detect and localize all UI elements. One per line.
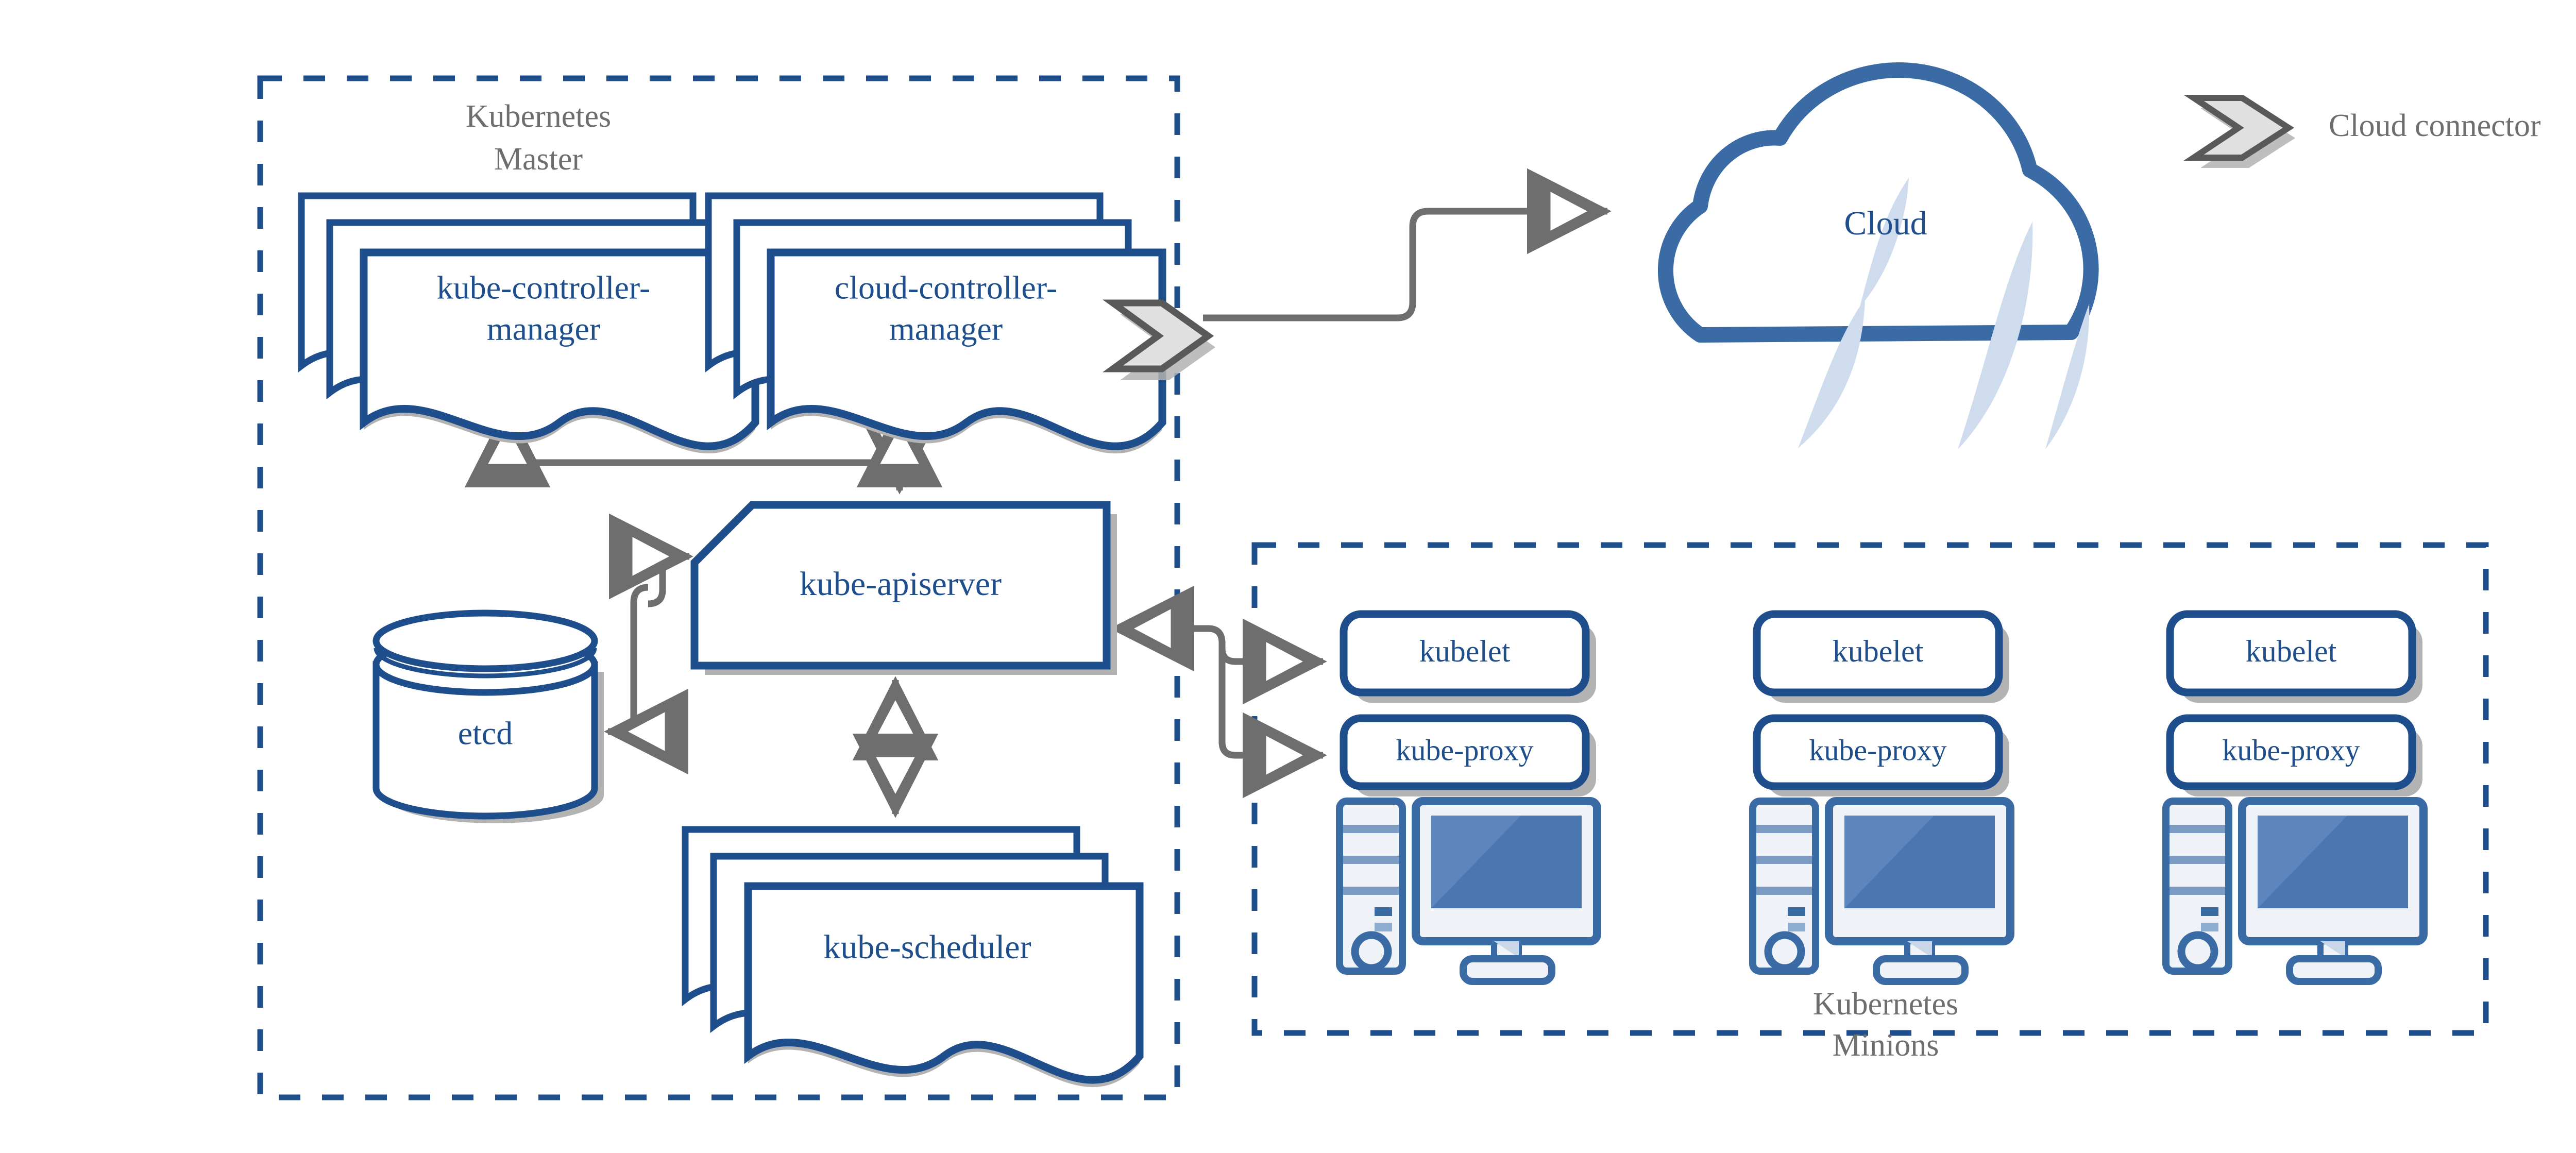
kube-proxy-label-2: kube-proxy: [1809, 733, 1946, 767]
legend-label: Cloud connector: [2329, 108, 2541, 143]
minion-node-2: kubelet kube-proxy: [1749, 610, 2014, 985]
cloud-controller-manager-node[interactable]: cloud-controller- manager: [708, 196, 1166, 454]
cloud-controller-manager-label-line2: manager: [889, 311, 1003, 347]
cloud-connector-chevron-icon[interactable]: [1103, 299, 1215, 380]
cloud-controller-manager-label-line1: cloud-controller-: [835, 269, 1057, 306]
kubelet-label-2: kubelet: [1833, 634, 1924, 668]
kubelet-box-3[interactable]: kubelet: [2166, 610, 2422, 703]
kubelet-box-2[interactable]: kubelet: [1753, 610, 2009, 703]
connector-layer: [464, 168, 1612, 818]
etcd-label: etcd: [458, 715, 513, 752]
connector-apiserver-to-kubelet: [1118, 618, 1327, 705]
kubelet-label-1: kubelet: [1419, 634, 1511, 668]
kube-scheduler-node[interactable]: kube-scheduler: [685, 829, 1144, 1088]
connector-apiserver-etcd-out: [604, 584, 689, 775]
kube-controller-manager-label-line1: kube-controller-: [437, 269, 651, 306]
connector-apiserver-etcd-in: [608, 513, 693, 607]
minions-group-label-line2: Minions: [1833, 1028, 1939, 1063]
kube-controller-manager-label-line2: manager: [487, 311, 600, 347]
connector-apiserver-to-kubeproxy: [1218, 648, 1327, 799]
computer-icon-2[interactable]: [1749, 797, 2014, 985]
kube-proxy-box-2[interactable]: kube-proxy: [1753, 714, 2009, 796]
kube-proxy-box-1[interactable]: kube-proxy: [1340, 714, 1596, 796]
computer-icon-1[interactable]: [1336, 797, 1601, 985]
legend: Cloud connector: [2183, 95, 2541, 168]
kube-proxy-box-3[interactable]: kube-proxy: [2166, 714, 2422, 796]
kube-controller-manager-node[interactable]: kube-controller- manager: [301, 196, 759, 454]
computer-icon-3[interactable]: [2162, 797, 2428, 985]
master-group-label-line2: Master: [494, 142, 583, 177]
cloud-accent-shapes: [1798, 178, 2090, 449]
kubernetes-master-group-box: [257, 75, 1180, 1100]
kube-scheduler-label: kube-scheduler: [823, 928, 1031, 966]
etcd-node[interactable]: etcd: [372, 609, 604, 823]
kubernetes-minions-group-box: [1251, 542, 2489, 1036]
kube-proxy-label-3: kube-proxy: [2222, 733, 2360, 767]
minion-node-1: kubelet kube-proxy: [1336, 610, 1601, 985]
kube-proxy-label-1: kube-proxy: [1396, 733, 1533, 767]
minions-group-label-line1: Kubernetes: [1813, 987, 1958, 1022]
master-group-label-line1: Kubernetes: [466, 99, 611, 134]
kubelet-label-3: kubelet: [2246, 634, 2337, 668]
cloud-label: Cloud: [1844, 205, 1927, 242]
legend-cloud-connector-icon: [2183, 95, 2295, 168]
kube-apiserver-label: kube-apiserver: [800, 565, 1002, 603]
minion-node-3: kubelet kube-proxy: [2162, 610, 2428, 985]
kubelet-box-1[interactable]: kubelet: [1340, 610, 1596, 703]
cloud-node[interactable]: Cloud: [1658, 62, 2099, 449]
kube-apiserver-node[interactable]: kube-apiserver: [690, 501, 1117, 675]
connector-cloudconnector-to-cloud: [1203, 168, 1612, 321]
